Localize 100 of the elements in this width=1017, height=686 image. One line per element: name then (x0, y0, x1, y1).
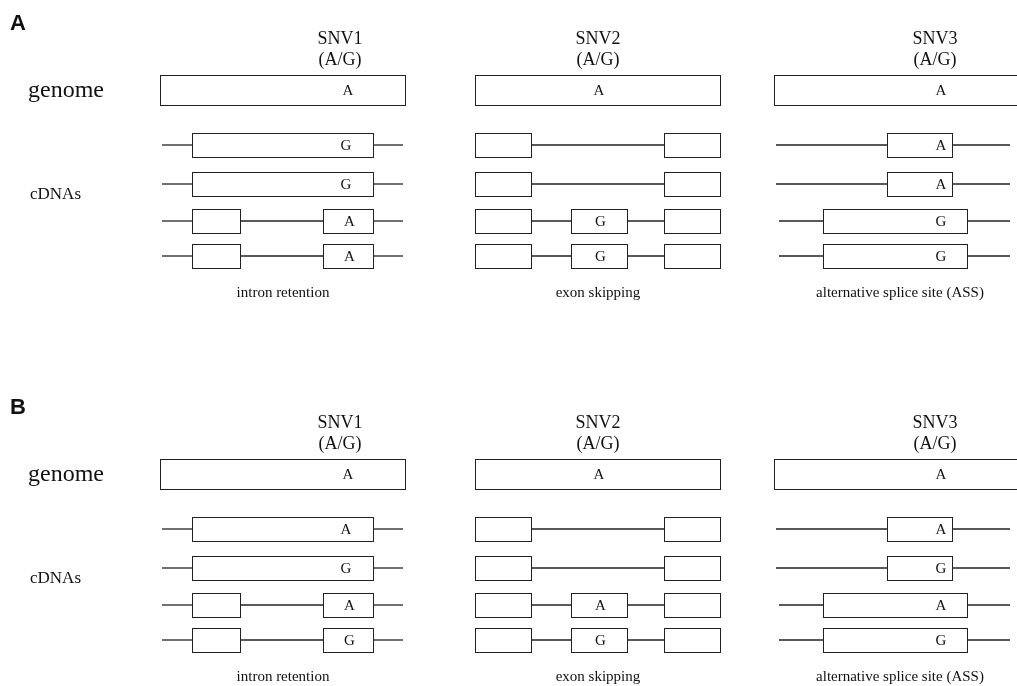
splicing-type-label: alternative splice site (ASS) (816, 668, 984, 685)
allele-letter: A (593, 82, 605, 98)
allele-letter: G (340, 137, 352, 153)
transcript-line (373, 183, 404, 185)
exon-box (323, 243, 374, 269)
panel-letter: A (10, 10, 26, 36)
transcript-line (775, 183, 888, 185)
row-label: genome (28, 460, 104, 487)
exon-box (475, 208, 532, 234)
exon-box (192, 555, 374, 581)
intron-line (531, 639, 572, 641)
exon-box (475, 243, 532, 269)
allele-letter: G (935, 213, 947, 229)
row-label: genome (28, 76, 104, 103)
transcript-line (952, 183, 1011, 185)
transcript-line (373, 528, 404, 530)
panel-letter: B (10, 394, 26, 420)
intron-line (531, 255, 572, 257)
exon-box (192, 208, 241, 234)
snv-heading: SNV1 (A/G) (316, 412, 364, 454)
transcript-line (778, 604, 824, 606)
transcript-line (161, 183, 193, 185)
transcript-line (967, 639, 1011, 641)
intron-line (531, 567, 665, 569)
exon-box (887, 516, 953, 542)
transcript-line (373, 567, 404, 569)
exon-box (475, 592, 532, 618)
intron-line (627, 639, 665, 641)
exon-box (323, 208, 374, 234)
intron-line (240, 255, 324, 257)
allele-letter: A (935, 521, 947, 537)
transcript-line (161, 220, 193, 222)
allele-letter: G (344, 632, 355, 648)
transcript-line (373, 255, 404, 257)
transcript-line (967, 255, 1011, 257)
allele-letter: A (595, 597, 606, 613)
allele-letter: A (344, 597, 355, 613)
exon-box (571, 627, 628, 653)
exon-box (192, 243, 241, 269)
transcript-line (373, 220, 404, 222)
allele-letter: A (342, 466, 354, 482)
intron-line (240, 604, 324, 606)
exon-box (192, 516, 374, 542)
transcript-line (952, 144, 1011, 146)
intron-line (627, 604, 665, 606)
snv-heading: SNV1 (A/G) (316, 28, 364, 70)
transcript-line (161, 255, 193, 257)
exon-box (823, 627, 968, 653)
allele-letter: G (595, 632, 606, 648)
exon-box (323, 592, 374, 618)
genome-box (475, 458, 721, 490)
exon-box (664, 627, 721, 653)
genome-box (160, 458, 406, 490)
transcript-line (967, 604, 1011, 606)
allele-letter: A (340, 521, 352, 537)
snv-heading: SNV3 (A/G) (911, 28, 959, 70)
genome-box (475, 74, 721, 106)
allele-letter: G (935, 632, 947, 648)
exon-box (475, 516, 532, 542)
allele-letter: A (344, 248, 355, 264)
exon-box (192, 592, 241, 618)
exon-box (664, 555, 721, 581)
exon-box (664, 243, 721, 269)
exon-box (664, 208, 721, 234)
intron-line (531, 144, 665, 146)
intron-line (531, 220, 572, 222)
allele-letter: G (595, 248, 606, 264)
exon-box (664, 171, 721, 197)
exon-box (887, 555, 953, 581)
genome-box (160, 74, 406, 106)
allele-letter: G (935, 248, 947, 264)
splicing-type-label: exon skipping (555, 668, 641, 685)
snv-heading: SNV2 (A/G) (574, 412, 622, 454)
transcript-line (161, 604, 193, 606)
transcript-line (161, 144, 193, 146)
intron-line (531, 528, 665, 530)
genome-box (774, 74, 1017, 106)
transcript-line (373, 604, 404, 606)
intron-line (531, 604, 572, 606)
exon-box (192, 132, 374, 158)
exon-box (475, 555, 532, 581)
transcript-line (952, 567, 1011, 569)
allele-letter: A (935, 597, 947, 613)
transcript-line (952, 528, 1011, 530)
splicing-type-label: exon skipping (555, 284, 641, 301)
intron-line (627, 255, 665, 257)
exon-box (664, 592, 721, 618)
exon-box (664, 132, 721, 158)
transcript-line (778, 220, 824, 222)
exon-box (823, 243, 968, 269)
splicing-type-label: intron retention (236, 284, 330, 301)
transcript-line (161, 528, 193, 530)
genome-box (774, 458, 1017, 490)
exon-box (571, 243, 628, 269)
row-label: cDNAs (30, 568, 81, 588)
allele-letter: A (342, 82, 354, 98)
splicing-type-label: intron retention (236, 668, 330, 685)
exon-box (192, 627, 241, 653)
exon-box (475, 132, 532, 158)
exon-box (823, 208, 968, 234)
